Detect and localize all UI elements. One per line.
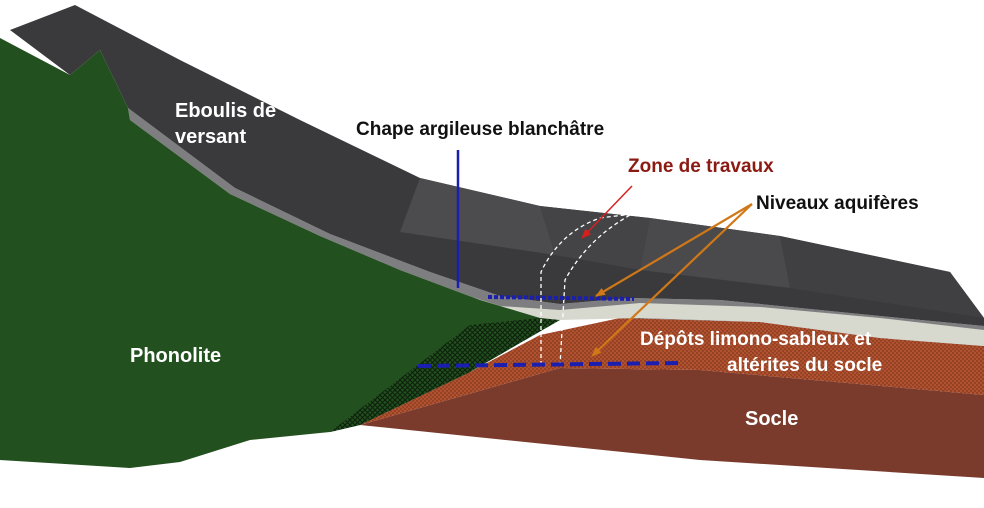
label-eboulis-line1: Eboulis de: [175, 100, 276, 122]
label-zone-travaux: Zone de travaux: [628, 156, 774, 177]
label-niveaux-aquiferes: Niveaux aquifères: [756, 193, 919, 214]
upper-aquifer-line: [487, 295, 635, 301]
transition-hatch: [330, 318, 560, 432]
aquifer-arrow-lower: [591, 203, 753, 357]
aquifer-arrow-upper: [595, 203, 753, 297]
works-zone-outline: [540, 213, 633, 366]
depots-layer: [360, 318, 984, 425]
phonolite-layer: [0, 38, 540, 468]
eboulis-facet: [780, 236, 984, 318]
label-depots-line1: Dépôts limono-sableux et: [640, 329, 872, 350]
label-depots-line2: altérites du socle: [727, 355, 882, 376]
lower-aquifer-line: [417, 361, 683, 368]
label-chape: Chape argileuse blanchâtre: [356, 119, 604, 140]
eboulis-facet: [640, 218, 790, 288]
label-eboulis-line2: versant: [175, 126, 246, 148]
label-phonolite: Phonolite: [130, 345, 221, 367]
zone-travaux-arrow: [581, 185, 633, 239]
label-socle: Socle: [745, 408, 798, 430]
socle-layer: [360, 368, 984, 478]
eboulis-facet: [540, 206, 650, 270]
eboulis-facet: [400, 178, 555, 255]
